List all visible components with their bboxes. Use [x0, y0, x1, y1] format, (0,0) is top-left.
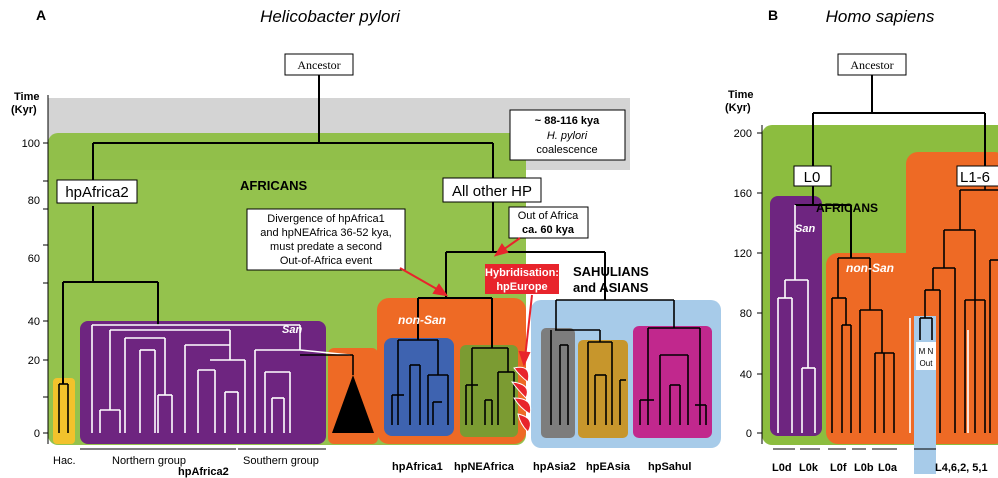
axis-a-label-time: Time: [14, 91, 39, 103]
coalescence-line3: coalescence: [536, 144, 597, 156]
label-hpafrica1: hpAfrica1: [392, 461, 443, 473]
san-region-b: [770, 196, 822, 436]
san-region: [80, 321, 326, 444]
tree-nonsan-b: [831, 257, 895, 433]
node-hpafrica2-label: hpAfrica2: [65, 184, 128, 201]
panel-a-title: Helicobacter pylori: [260, 7, 401, 26]
divergence-line2: and hpNEAfrica 36-52 kya,: [260, 227, 391, 239]
nonsan-label-a: non-San: [398, 313, 446, 327]
san-label-a: San: [282, 324, 302, 336]
hpafrica1-box: [384, 338, 454, 436]
nonsan-label-b: non-San: [846, 261, 894, 275]
divergence-line4: Out-of-Africa event: [280, 255, 372, 267]
axis-a-ticks: [43, 142, 48, 434]
ancestor-b-label: Ancestor: [850, 58, 893, 72]
tree-hpafrica1: [391, 339, 449, 425]
white-branches-b: [909, 318, 969, 433]
tree-asia: [550, 299, 707, 425]
axis-a-label-unit: (Kyr): [11, 104, 37, 116]
collapsed-clade-triangle: [332, 375, 374, 433]
node-hpafrica2-box: [56, 179, 138, 204]
tree-hac: [58, 383, 69, 433]
hybrid-line2: hpEurope: [496, 281, 547, 293]
panel-a-letter: A: [36, 7, 46, 23]
coalescence-box: [509, 109, 626, 161]
hpeasia-box: [578, 340, 628, 438]
label-l0f: L0f: [830, 462, 847, 474]
out-of-africa-line1: Out of Africa: [518, 210, 579, 222]
label-hpafrica2-bottom: hpAfrica2: [178, 466, 229, 478]
node-l16-label: L1-6: [960, 169, 990, 186]
axis-b-ticks: [757, 132, 762, 434]
hpsahul-box: [633, 326, 712, 438]
label-l0k: L0k: [799, 462, 819, 474]
node-allother-box: [442, 177, 542, 203]
axis-b-label-time: Time: [728, 89, 753, 101]
tree-san-b: [777, 205, 816, 433]
hybrid-symbol: [510, 366, 532, 433]
mn-out-box: [916, 342, 936, 370]
axis-b-tick-120: 120: [734, 248, 752, 260]
red-arrows: [399, 237, 533, 367]
axis-b-tick-40: 40: [740, 369, 752, 381]
hybrid-line1: Hybridisation:: [485, 267, 559, 279]
hpneafrica-box: [460, 345, 518, 437]
label-hpsahul: hpSahul: [648, 461, 691, 473]
label-southern-group: Southern group: [243, 455, 319, 467]
out-of-africa-line2: ca. 60 kya: [522, 224, 575, 236]
label-hpasia2: hpAsia2: [533, 461, 576, 473]
label-l0a: L0a: [878, 462, 898, 474]
san-label-b: San: [795, 223, 815, 235]
out-label: Out: [920, 359, 934, 368]
node-l16-box: [956, 165, 998, 187]
axis-a-tick-60: 60: [28, 253, 40, 265]
panel-b-letter: B: [768, 7, 778, 23]
region-africans-label-b: AFRICANS: [816, 201, 878, 215]
coalescence-line1: ~ 88-116 kya: [535, 115, 600, 127]
label-hpneafrica: hpNEAfrica: [454, 461, 515, 473]
node-l0-label: L0: [804, 169, 821, 186]
label-l0d: L0d: [772, 462, 792, 474]
divergence-note-box: [246, 208, 406, 271]
axis-a-tick-20: 20: [28, 355, 40, 367]
axis-a-tick-80: 80: [28, 195, 40, 207]
axis-b-label-unit: (Kyr): [725, 102, 751, 114]
region-sahul-line1: SAHULIANS: [573, 264, 649, 279]
axis-a-tick-40: 40: [28, 316, 40, 328]
hac-box: [53, 378, 75, 444]
region-africans-label-a: AFRICANS: [240, 178, 307, 193]
panel-b-title: Homo sapiens: [826, 7, 935, 26]
label-l46: L4,6,2, 5,1: [935, 462, 988, 474]
axis-a-tick-0: 0: [34, 428, 40, 440]
hpasia2-box: [541, 328, 575, 438]
node-allother-label: All other HP: [452, 183, 532, 200]
tree-triangle-link: [300, 354, 354, 375]
coalescence-line2: H. pylori: [547, 130, 588, 142]
divergence-line1: Divergence of hpAfrica1: [267, 213, 384, 225]
hybrid-box: [485, 264, 559, 294]
out-of-africa-box: [508, 206, 589, 239]
label-northern-group: Northern group: [112, 455, 186, 467]
node-l0-box: [793, 165, 832, 187]
label-hpeasia: hpEAsia: [586, 461, 631, 473]
tree-b-main: [795, 75, 986, 258]
tree-san: [91, 324, 351, 433]
axis-a-tick-100: 100: [22, 138, 40, 150]
axis-b-tick-80: 80: [740, 308, 752, 320]
mn-label: M N: [919, 347, 934, 356]
tree-l16-b: [919, 186, 998, 433]
axis-b-tick-200: 200: [734, 128, 752, 140]
label-hac: Hac.: [53, 455, 76, 467]
axis-b-tick-160: 160: [734, 188, 752, 200]
tree-a-main: [62, 75, 606, 384]
divergence-line3: must predate a second: [270, 241, 382, 253]
axis-b-tick-0: 0: [746, 428, 752, 440]
ancestor-a-label: Ancestor: [297, 58, 340, 72]
label-l0b: L0b: [854, 462, 874, 474]
region-sahul-line2: and ASIANS: [573, 280, 649, 295]
